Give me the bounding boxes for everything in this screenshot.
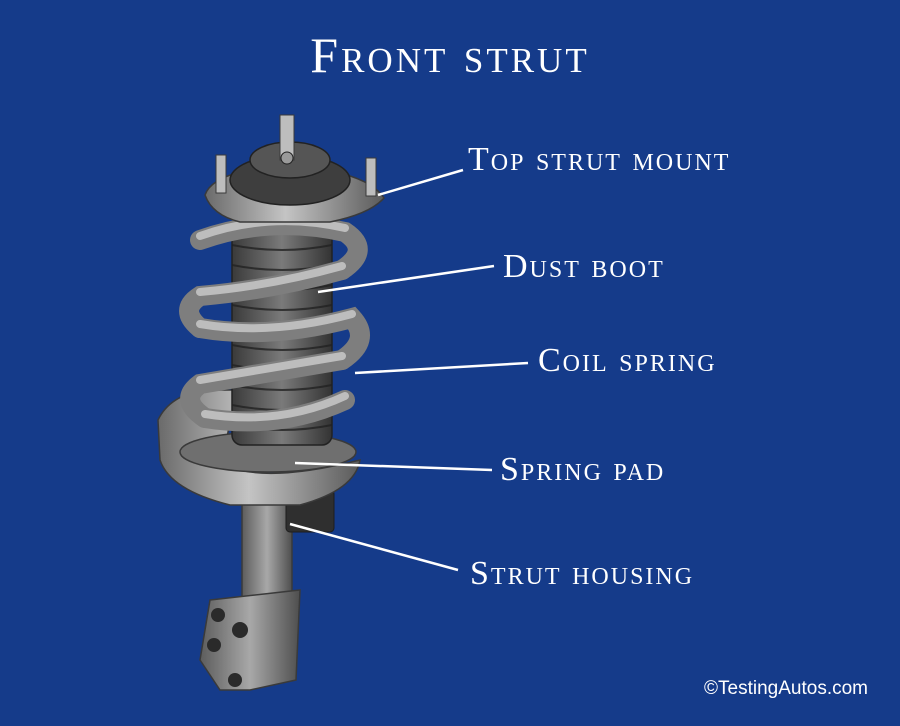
leader-line-dust-boot: [317, 264, 495, 294]
diagram-title: Front strut: [310, 27, 590, 83]
bracket-hole-icon: [228, 673, 242, 687]
label-coil-spring: Coil spring: [538, 342, 717, 379]
leader-line-strut-housing: [289, 522, 459, 572]
copyright-notice: ©TestingAutos.com: [704, 678, 868, 699]
leader-lines: [289, 168, 529, 572]
leader-line-coil-spring: [354, 361, 529, 375]
bracket-hole-icon: [211, 608, 225, 622]
coil-spring-part: [179, 215, 370, 432]
label-top-strut-mount: Top strut mount: [468, 141, 731, 178]
bracket-hole-icon: [232, 622, 248, 638]
label-strut-housing: Strut housing: [470, 555, 695, 592]
bracket-hole-icon: [207, 638, 221, 652]
strut-housing-part: [199, 489, 335, 691]
label-spring-pad: Spring pad: [500, 451, 666, 488]
label-dust-boot: Dust boot: [503, 248, 665, 285]
top-strut-mount-part: [204, 114, 385, 223]
leader-line-top-mount: [377, 168, 464, 197]
leader-line-spring-pad: [294, 461, 493, 472]
